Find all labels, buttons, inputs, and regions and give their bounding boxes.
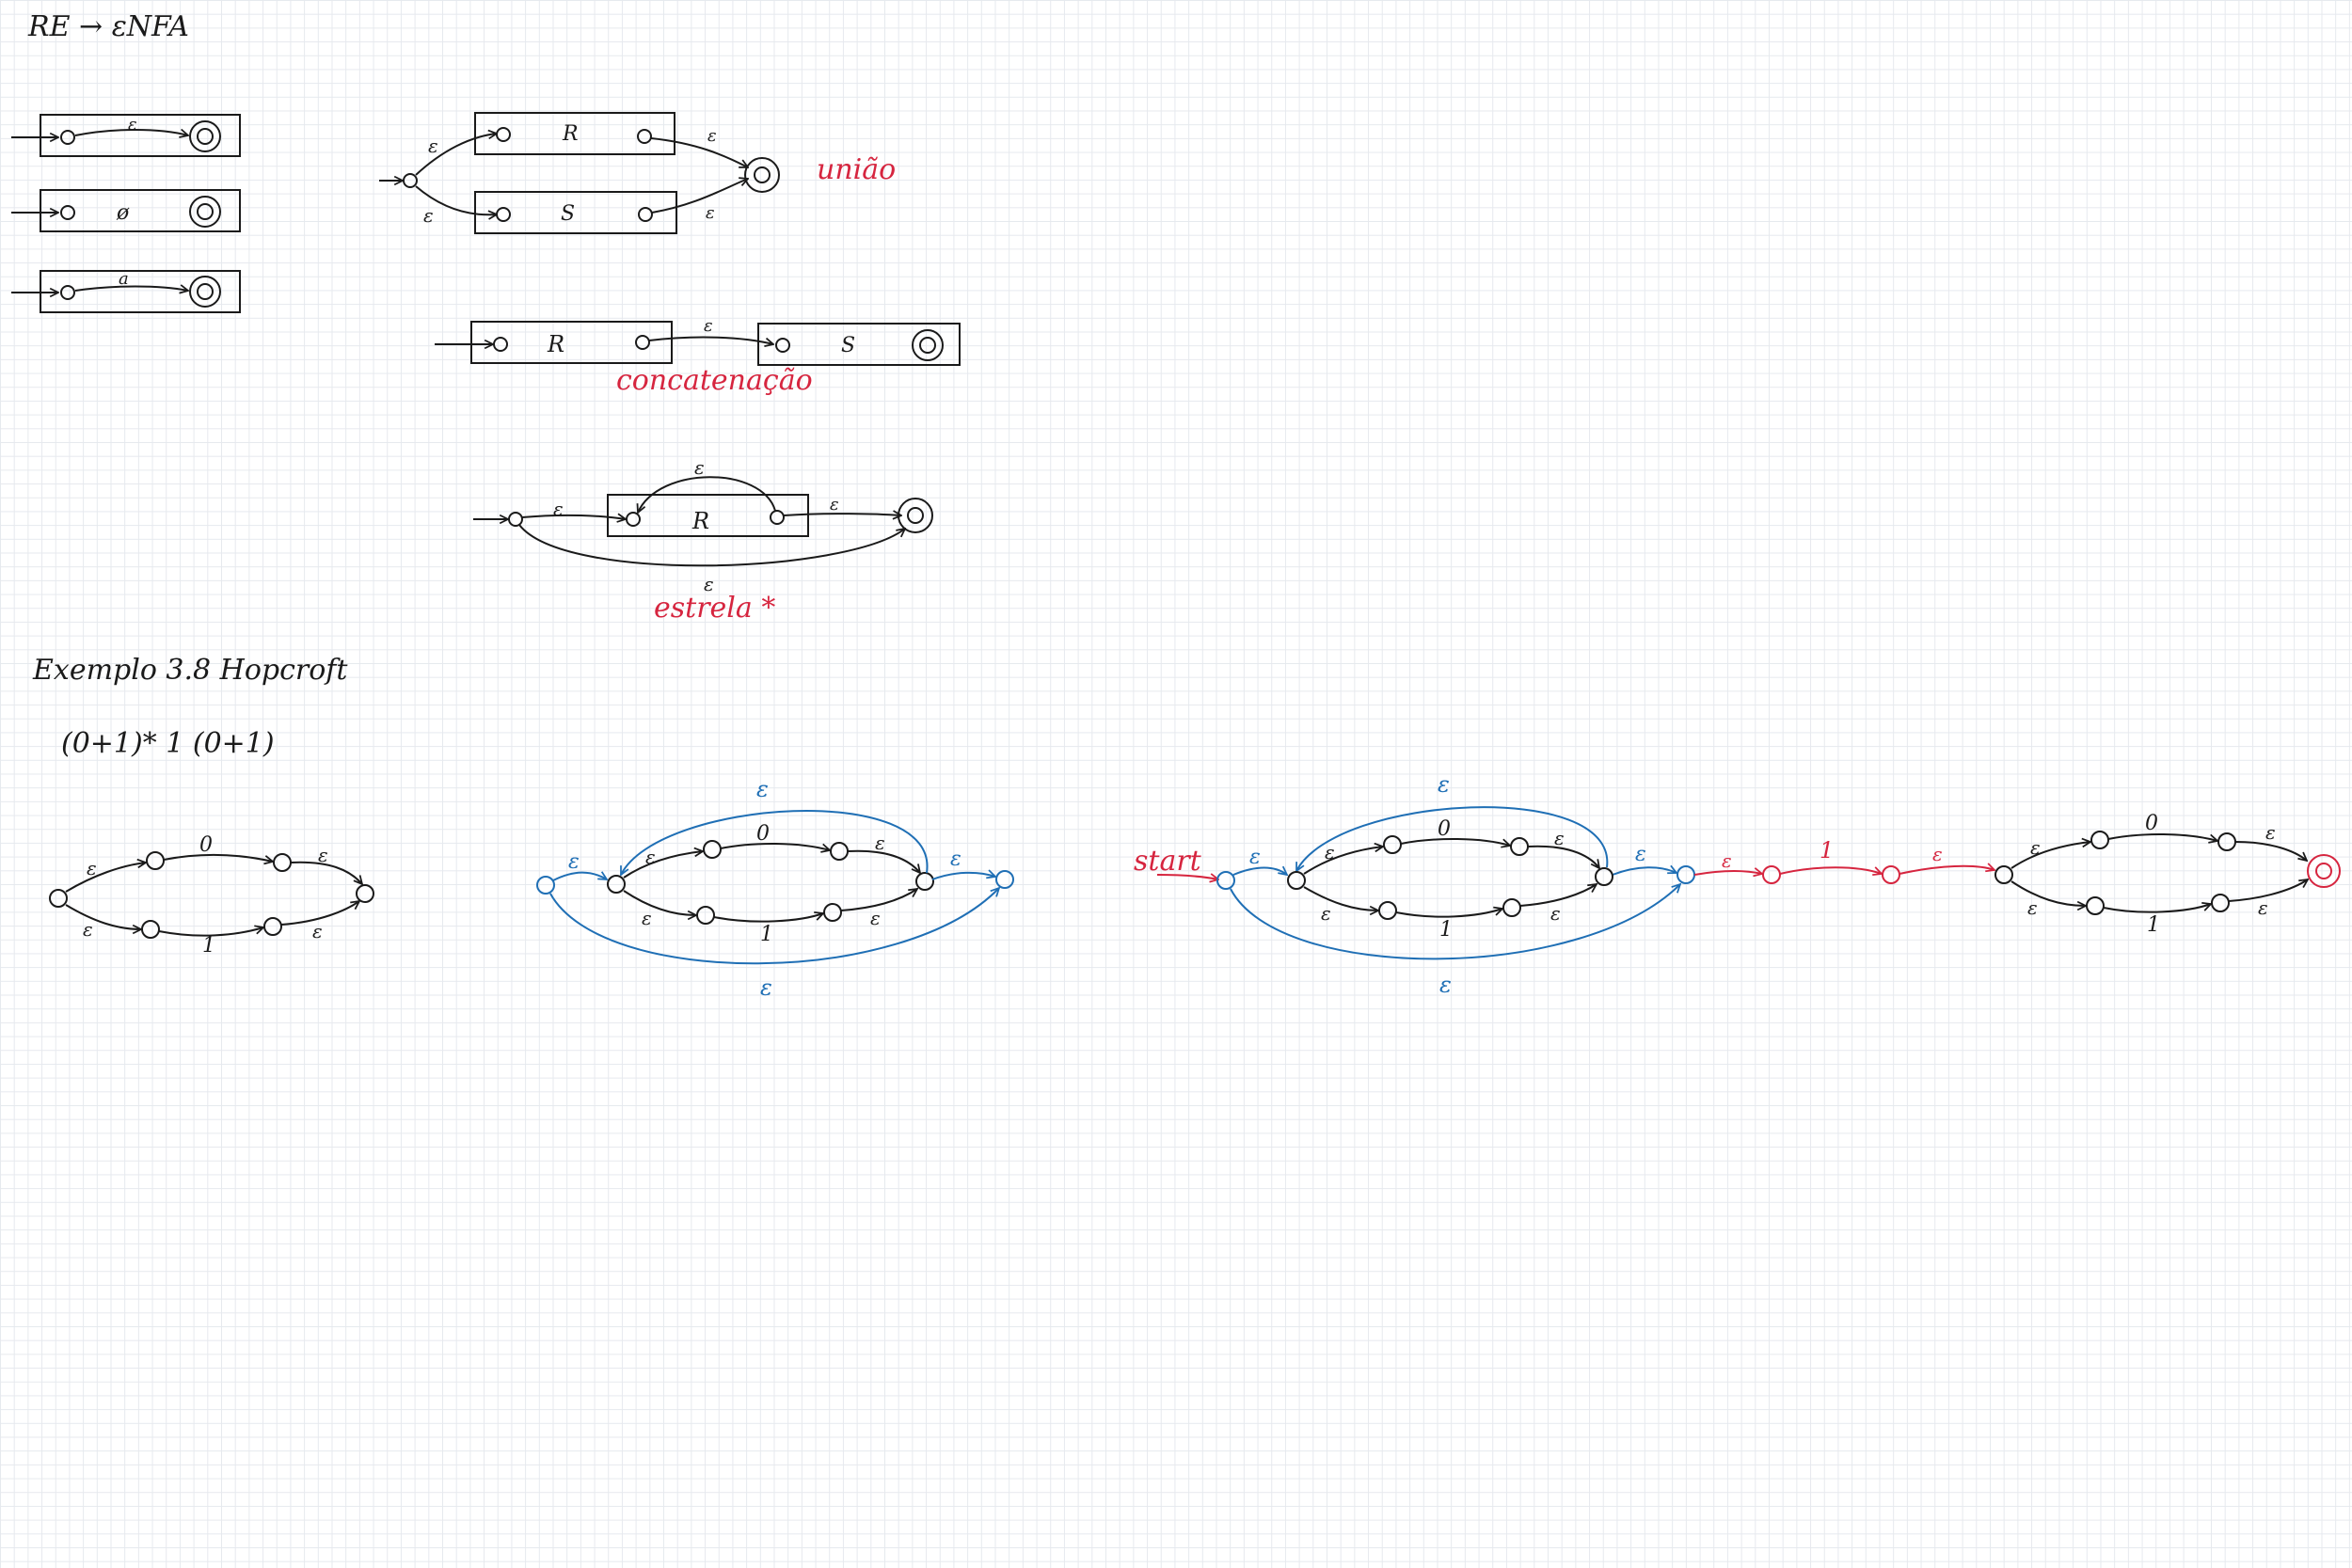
union-box-s: S [561,202,575,226]
empty-set-label: ø [116,201,130,225]
epsilon-label: ε [1439,972,1452,998]
one-label: 1 [1439,918,1453,942]
epsilon-label: ε [1325,841,1335,863]
zero-label: 0 [1438,817,1451,841]
union-diagram [379,112,780,234]
base-case-epsilon [11,114,241,157]
star-diagram [473,476,933,567]
epsilon-label: ε [83,918,93,941]
union-box-r: R [562,122,579,146]
epsilon-label: ε [642,907,652,929]
zero-label: 0 [199,833,213,857]
epsilon-label: ε [950,847,961,871]
nfa-zero-or-one-star [536,810,1014,965]
concatenation-diagram [435,321,961,366]
epsilon-label: ε [1722,849,1732,872]
epsilon-label: ε [694,456,705,479]
one-label: 1 [1820,837,1834,863]
epsilon-label: ε [870,907,881,929]
one-label: 1 [760,923,773,946]
epsilon-label: ε [128,115,137,135]
star-box-r: R [691,508,709,534]
nfa-zero-or-one [49,851,374,939]
zero-label: 0 [2145,812,2158,835]
epsilon-label: ε [830,495,839,515]
epsilon-label: ε [87,857,97,879]
concat-box-s: S [841,334,855,357]
epsilon-label: ε [423,204,434,227]
base-case-symbol [11,270,241,313]
epsilon-label: ε [1554,827,1565,849]
epsilon-label: ε [1550,902,1561,925]
page-title: RE → εNFA [27,10,189,43]
epsilon-label: ε [875,832,885,854]
example-title: Exemplo 3.8 Hopcroft [32,654,348,687]
epsilon-label: ε [645,846,656,868]
epsilon-label: ε [2030,836,2041,859]
epsilon-label: ε [2027,896,2038,919]
epsilon-label: ε [1635,843,1646,866]
epsilon-label: ε [1321,902,1331,925]
epsilon-label: ε [706,203,715,223]
epsilon-label: ε [704,573,714,595]
epsilon-label: ε [756,776,769,802]
epsilon-label: ε [760,974,772,1001]
epsilon-label: ε [318,844,328,866]
epsilon-label: ε [2258,896,2268,919]
one-label: 1 [202,934,215,958]
epsilon-label: ε [568,850,580,874]
epsilon-label: ε [553,498,564,520]
star-caption: estrela * [654,592,775,625]
union-caption: união [817,153,896,186]
start-label: start [1134,845,1202,878]
epsilon-label: ε [2265,821,2276,844]
epsilon-label: ε [707,126,717,146]
base-case-empty [11,189,241,232]
epsilon-label: ε [1249,846,1261,869]
epsilon-label: ε [312,920,323,942]
epsilon-label: ε [428,135,438,157]
epsilon-label: ε [1932,843,1943,865]
concat-box-r: R [547,331,564,357]
one-label: 1 [2147,913,2160,937]
symbol-label: a [119,269,129,289]
zero-label: 0 [756,822,770,846]
epsilon-label: ε [1438,771,1450,798]
epsilon-label: ε [704,316,713,336]
example-expression: (0+1)* 1 (0+1) [61,727,275,760]
concatenation-caption: concatenação [616,364,813,397]
nfa-full-example [1156,806,2341,960]
